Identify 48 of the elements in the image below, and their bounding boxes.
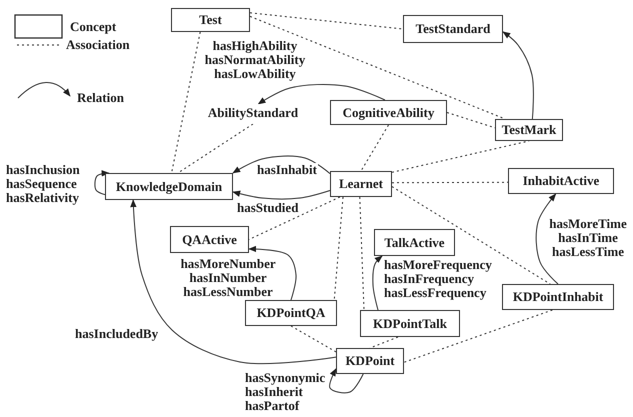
association-line <box>250 12 404 30</box>
association-line <box>404 310 553 363</box>
concept-box: KDPoint <box>336 348 404 374</box>
association-line <box>250 16 506 120</box>
association-line <box>334 196 344 300</box>
relation-arrow <box>372 256 383 310</box>
edge-label: hasInchusion hasSequence hasRelativity <box>5 163 81 205</box>
concept-box: QAActive <box>170 226 249 253</box>
edge-label: hasMoreTime hasInTime hasLessTime <box>548 217 628 259</box>
concept-box: TestMark <box>495 119 563 141</box>
edge-label: hasSynonymic hasInherit hasPartof <box>244 371 326 413</box>
legend-label: Association <box>66 37 130 53</box>
association-line <box>392 186 551 284</box>
concept-box: TestStandard <box>403 15 503 43</box>
legend-label: Concept <box>70 19 116 35</box>
legend-label: Relation <box>77 90 124 106</box>
association-line <box>290 326 336 352</box>
concept-box: TalkActive <box>374 229 455 256</box>
relation-arrow <box>258 84 386 104</box>
association-line <box>359 196 364 310</box>
concept-box: KDPointQA <box>245 300 337 326</box>
edge-label: hasHighAbility hasNormatAbility hasLowAbility <box>204 39 306 81</box>
relation-arrow <box>94 170 110 196</box>
concept-box: KnowledgeDomain <box>105 173 233 200</box>
association-line <box>248 196 340 240</box>
edge-label: hasMoreNumber hasInNumber hasLessNumber <box>180 257 276 299</box>
association-line <box>392 140 530 173</box>
association-line <box>360 124 389 172</box>
relation-arrow <box>248 246 297 300</box>
relation-arrow <box>536 193 558 284</box>
association-line <box>177 124 254 174</box>
edge-label: hasMoreFrequency hasInFrequency hasLessFrequency <box>383 258 493 300</box>
relation-arrow <box>130 199 336 364</box>
association-line <box>392 182 508 184</box>
edge-label: hasInhabit <box>256 163 318 177</box>
relation-arrow <box>329 368 364 394</box>
concept-box: Learnet <box>330 171 392 197</box>
concept-box: KDPointTalk <box>360 310 460 337</box>
relation-arrow <box>232 190 330 200</box>
concept-box: KDPointInhabit <box>502 284 614 310</box>
concept-box: Test <box>171 8 250 32</box>
relation-arrow <box>502 31 534 120</box>
edge-label: hasStudied <box>236 201 300 215</box>
concept-box: CognitiveAbility <box>330 100 447 125</box>
relation-arrow <box>232 156 330 174</box>
concept-box: InhabitActive <box>508 168 614 194</box>
association-line <box>171 32 201 174</box>
edge-label: hasIncludedBy <box>74 327 160 341</box>
